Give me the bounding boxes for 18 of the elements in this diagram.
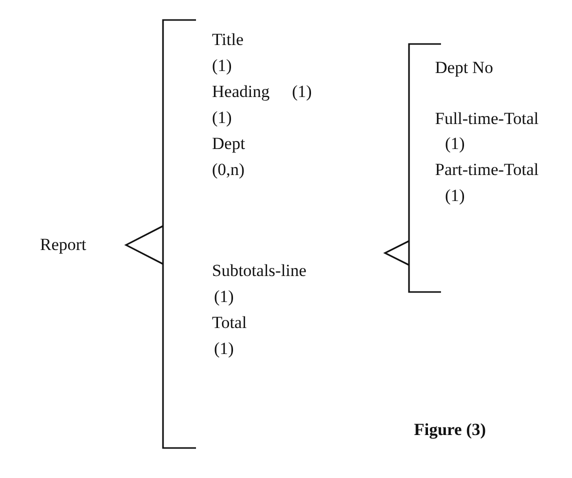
repetition-count: (1) bbox=[214, 286, 234, 308]
item-name: Total bbox=[212, 312, 247, 334]
item-name: Part-time-Total bbox=[435, 159, 539, 181]
item-name: Subtotals-line bbox=[212, 260, 306, 282]
item-name: Dept No bbox=[435, 57, 494, 79]
repetition-count: (0,n) bbox=[212, 159, 245, 181]
figure-caption: Figure (3) bbox=[414, 419, 486, 441]
item-name: Title bbox=[212, 29, 244, 51]
item-name: Report bbox=[40, 234, 86, 256]
repetition-count: (1) bbox=[445, 133, 465, 155]
item-name: Heading bbox=[212, 81, 270, 103]
repetition-count: (1) bbox=[445, 185, 465, 207]
repetition-count: (1) bbox=[212, 55, 232, 77]
repetition-count: (1) bbox=[214, 338, 234, 360]
item-name: Dept bbox=[212, 133, 246, 155]
repetition-count: (1) bbox=[292, 81, 312, 103]
repetition-count: (1) bbox=[212, 107, 232, 129]
item-name: Full-time-Total bbox=[435, 108, 539, 130]
